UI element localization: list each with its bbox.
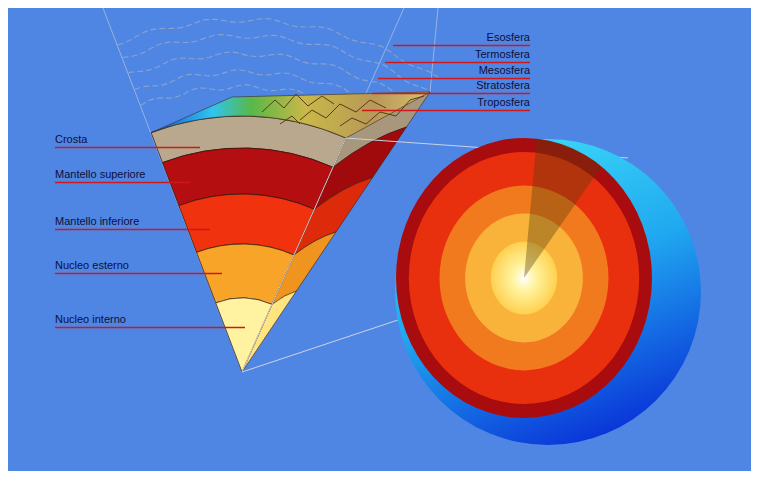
- earth-sphere: [242, 138, 701, 445]
- leader-line: [378, 78, 530, 79]
- leader-line: [385, 62, 530, 63]
- wedge-edge: [242, 138, 346, 372]
- label-holder: Mesosfera: [479, 64, 530, 77]
- sphere-shell: [395, 139, 701, 445]
- leader-line: [372, 93, 530, 94]
- atmosphere-layer: [118, 19, 440, 79]
- wedge-layer: [197, 244, 294, 304]
- leader-line: [55, 327, 245, 328]
- mountain-ridge: [262, 94, 334, 112]
- label-holder: Troposfera: [477, 96, 530, 109]
- sphere-layer: [396, 138, 652, 418]
- layer-label: Nucleo interno: [55, 313, 126, 326]
- label-holder: Nucleo interno: [55, 313, 126, 326]
- leader-lines: [55, 46, 530, 328]
- surface-land: [151, 92, 430, 138]
- layer-label: Esosfera: [487, 31, 530, 44]
- label-holder: Mantello inferiore: [55, 215, 139, 228]
- leader-line: [55, 147, 200, 148]
- layer-label: Stratosfera: [476, 79, 530, 92]
- cutaway-sector: [524, 139, 601, 278]
- layer-label: Mantello inferiore: [55, 215, 139, 228]
- leader-line: [55, 229, 210, 230]
- atmosphere-layer: [123, 35, 431, 91]
- background: [8, 8, 751, 471]
- label-holder: Crosta: [55, 133, 87, 146]
- mountain-ridge: [280, 116, 300, 124]
- layer-label: Mesosfera: [479, 64, 530, 77]
- layer-label: Nucleo esterno: [55, 259, 129, 272]
- leader-line: [55, 273, 222, 274]
- label-holder: Mantello superiore: [55, 168, 146, 181]
- leader-line: [362, 110, 530, 111]
- layer-label: Troposfera: [477, 96, 530, 109]
- label-holder: Nucleo esterno: [55, 259, 129, 272]
- label-holder: Stratosfera: [476, 79, 530, 92]
- leader-line: [55, 182, 190, 183]
- layer-label: Termosfera: [475, 48, 530, 61]
- leader-line: [393, 45, 530, 46]
- label-holder: Esosfera: [487, 31, 530, 44]
- label-holder: Termosfera: [475, 48, 530, 61]
- earth-wedge: [151, 92, 430, 372]
- layer-label: Crosta: [55, 133, 87, 146]
- layer-label: Mantello superiore: [55, 168, 146, 181]
- wedge-layer: [216, 298, 272, 372]
- guide-line: [430, 8, 438, 92]
